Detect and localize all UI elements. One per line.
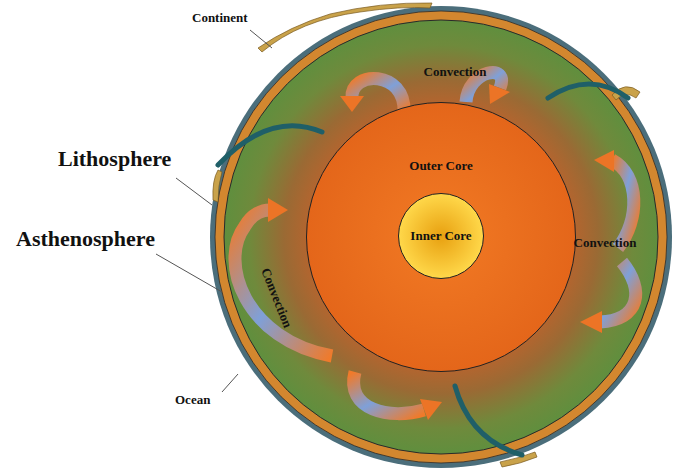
convection-arrows (235, 72, 636, 413)
mantle (224, 20, 658, 454)
ocean-label: Ocean (175, 392, 210, 408)
asthenosphere-band (215, 11, 667, 463)
convection-label: Convection (424, 64, 487, 80)
inner-core: Inner Core (398, 193, 484, 279)
subducting-slab (548, 84, 628, 98)
arrowheads (268, 84, 614, 420)
continent-label: Continent (192, 10, 248, 26)
outer-core: Outer CoreInner Core (306, 102, 576, 372)
node-title: Inner Core (410, 228, 471, 244)
convection-label: Convection (574, 235, 637, 251)
subducting-slab (455, 386, 522, 455)
leader-lines (156, 30, 272, 392)
layer-label: Asthenosphere (16, 226, 155, 252)
subducting-slab (218, 126, 322, 165)
layer-label: Lithosphere (58, 146, 171, 172)
node-title: Outer Core (409, 158, 472, 174)
continent-crust (258, 3, 432, 52)
lithosphere-ring (210, 6, 672, 468)
